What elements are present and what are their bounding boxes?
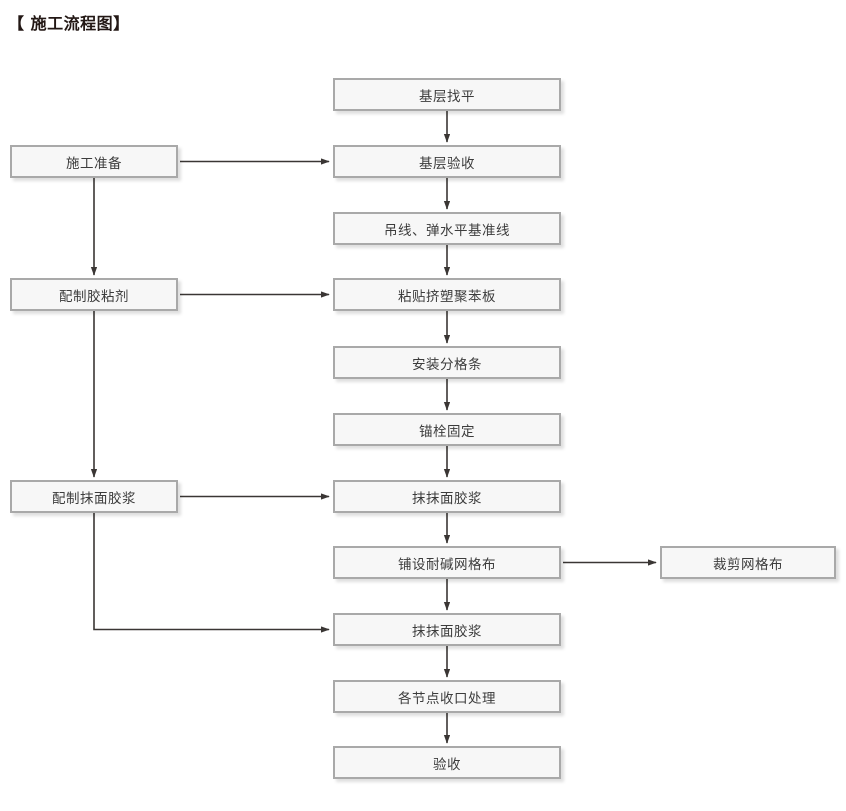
flow-node-m8[interactable]: 铺设耐碱网格布: [333, 546, 561, 579]
flow-node-m6[interactable]: 锚栓固定: [333, 413, 561, 446]
flow-node-label: 粘贴挤塑聚苯板: [398, 288, 496, 305]
flow-node-label: 安装分格条: [412, 356, 482, 373]
flow-node-m3[interactable]: 吊线、弹水平基准线: [333, 212, 561, 245]
flow-node-label: 吊线、弹水平基准线: [384, 222, 510, 239]
flow-node-m1[interactable]: 基层找平: [333, 78, 561, 111]
flow-node-m2[interactable]: 基层验收: [333, 145, 561, 178]
flow-node-label: 基层验收: [419, 155, 475, 172]
flow-node-label: 配制抹面胶浆: [52, 490, 136, 507]
flow-edge-n3-to-m9: [93, 513, 330, 633]
flow-node-m7[interactable]: 抹抹面胶浆: [333, 480, 561, 513]
flow-node-m11[interactable]: 验收: [333, 746, 561, 779]
flow-node-label: 配制胶粘剂: [59, 288, 129, 305]
flow-node-label: 施工准备: [66, 155, 122, 172]
flow-node-label: 抹抹面胶浆: [412, 623, 482, 640]
flow-node-label: 基层找平: [419, 88, 475, 105]
flow-node-r1[interactable]: 裁剪网格布: [660, 546, 836, 579]
flow-node-n1[interactable]: 施工准备: [10, 145, 178, 178]
flow-node-m4[interactable]: 粘贴挤塑聚苯板: [333, 278, 561, 311]
page-title: 【 施工流程图】: [8, 14, 130, 33]
flow-node-m5[interactable]: 安装分格条: [333, 346, 561, 379]
flow-node-label: 裁剪网格布: [713, 556, 783, 573]
flow-node-m9[interactable]: 抹抹面胶浆: [333, 613, 561, 646]
flow-node-label: 验收: [433, 756, 461, 773]
flow-node-label: 各节点收口处理: [398, 690, 496, 707]
flow-node-n3[interactable]: 配制抹面胶浆: [10, 480, 178, 513]
flow-node-label: 抹抹面胶浆: [412, 490, 482, 507]
flow-node-label: 锚栓固定: [419, 423, 475, 440]
flow-node-m10[interactable]: 各节点收口处理: [333, 680, 561, 713]
flow-node-n2[interactable]: 配制胶粘剂: [10, 278, 178, 311]
flow-node-label: 铺设耐碱网格布: [398, 556, 496, 573]
